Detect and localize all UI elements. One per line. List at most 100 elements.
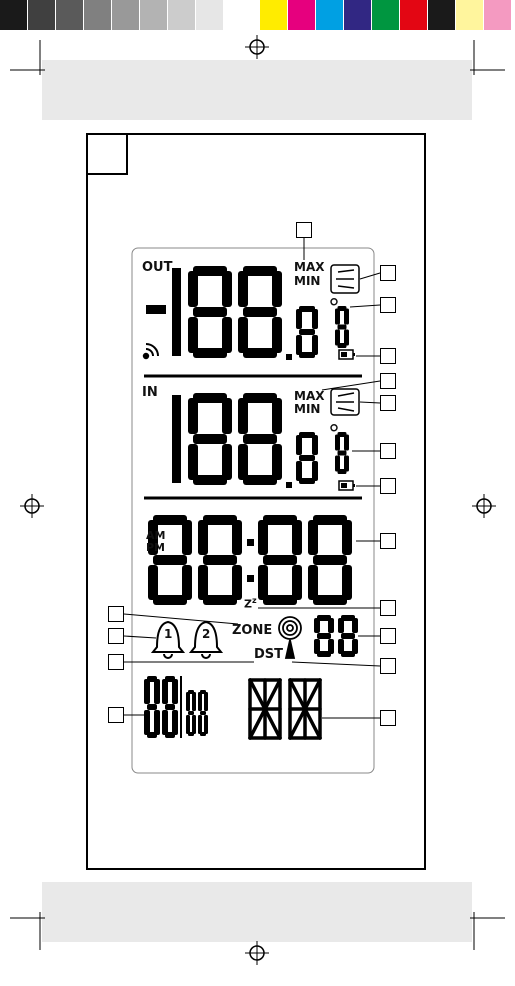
lcd-segment xyxy=(144,710,150,735)
lcd-segment xyxy=(182,520,192,555)
in-battery-icon xyxy=(339,481,355,490)
clock-colon-bottom xyxy=(247,575,254,582)
clock-minute-tens xyxy=(258,515,302,605)
in-digit-ones xyxy=(238,393,282,485)
weekday-char-1 xyxy=(250,680,280,738)
lcd-segment xyxy=(222,317,232,353)
lcd-segment xyxy=(188,317,198,353)
lcd-segment xyxy=(338,639,344,654)
lcd-segment xyxy=(238,398,248,434)
lcd-segment xyxy=(188,711,194,715)
lcd-segment xyxy=(203,595,237,605)
lcd-segment xyxy=(243,348,277,358)
lcd-segment xyxy=(344,309,349,325)
lcd-segment xyxy=(296,335,302,355)
clock-colon-top xyxy=(247,539,254,546)
callout-box-zone xyxy=(108,606,124,622)
in-label: IN xyxy=(142,386,158,399)
lcd-segment xyxy=(188,398,198,434)
registration-mark-bottom xyxy=(245,941,269,965)
lcd-segment xyxy=(154,679,160,704)
out-min-label: MIN xyxy=(294,275,320,287)
dst-label: DST xyxy=(254,648,283,661)
callout-leader xyxy=(360,273,380,279)
in-leading-one xyxy=(172,395,181,483)
lcd-segment xyxy=(263,595,297,605)
lcd-segment xyxy=(299,455,315,461)
lcd-segment xyxy=(198,565,208,600)
lcd-segment xyxy=(243,266,277,276)
lcd-segment xyxy=(308,565,318,600)
callout-box-in-max-min xyxy=(380,373,396,389)
lcd-segment xyxy=(335,330,340,346)
out-label: OUT xyxy=(142,261,172,274)
lcd-segment xyxy=(186,692,190,711)
lcd-segment xyxy=(222,271,232,307)
out-leading-one xyxy=(172,268,181,356)
lcd-segment xyxy=(296,461,302,481)
date-separator xyxy=(180,676,182,738)
lcd-segment xyxy=(296,435,302,455)
lcd-segment xyxy=(344,330,349,346)
lcd-segment xyxy=(258,520,268,555)
lcd-segment xyxy=(243,393,277,403)
lcd-segment xyxy=(203,555,237,565)
lcd-segment xyxy=(192,715,196,734)
pm-label: PM xyxy=(146,542,165,553)
lcd-segment xyxy=(342,520,352,555)
lcd-segment xyxy=(222,398,232,434)
lcd-segment xyxy=(193,475,227,485)
lcd-segment xyxy=(238,444,248,480)
out-digit-ones xyxy=(238,266,282,358)
lcd-segment xyxy=(193,393,227,403)
callout-box-alarm xyxy=(108,628,124,644)
callout-leader xyxy=(124,636,156,638)
lcd-segment xyxy=(153,515,187,525)
registration-mark-left xyxy=(20,494,44,518)
registration-mark-right xyxy=(472,494,496,518)
in-degree-symbol: ° xyxy=(328,422,340,446)
lcd-segment xyxy=(144,679,150,704)
crop-marks xyxy=(10,40,505,950)
callout-box-dst xyxy=(108,654,124,670)
lcd-segment xyxy=(200,711,206,715)
alarm-2-number: 2 xyxy=(202,628,210,640)
lcd-segment xyxy=(243,434,277,444)
lcd-segment xyxy=(352,618,358,633)
lcd-segment xyxy=(313,555,347,565)
lcd-segment xyxy=(238,317,248,353)
lcd-segment xyxy=(172,679,178,704)
lcd-segment xyxy=(188,271,198,307)
in-digit-tenth xyxy=(296,432,318,484)
lcd-segment xyxy=(243,475,277,485)
callout-box-out-battery xyxy=(380,348,396,364)
lcd-segment xyxy=(344,435,349,451)
out-degree-symbol: ° xyxy=(328,296,340,320)
lcd-segment xyxy=(193,307,227,317)
date-day-tens xyxy=(144,676,160,738)
out-minus-segment xyxy=(146,305,166,314)
lcd-segment xyxy=(312,335,318,355)
lcd-segment xyxy=(203,515,237,525)
lcd-segment xyxy=(162,710,168,735)
lcd-segment xyxy=(182,565,192,600)
out-battery-icon xyxy=(339,350,355,359)
lcd-segment xyxy=(232,565,242,600)
seconds-tens xyxy=(314,615,334,657)
callout-leader xyxy=(124,614,238,624)
zone-label: ZONE xyxy=(232,624,272,637)
clock-minute-ones xyxy=(308,515,352,605)
snooze-label: Zz xyxy=(244,597,257,610)
out-max-label: MAX xyxy=(294,261,324,273)
outdoor-signal-icon xyxy=(144,344,158,358)
lcd-segment xyxy=(186,715,190,734)
callout-box-in-battery xyxy=(380,478,396,494)
lcd-segment xyxy=(193,348,227,358)
seconds-ones xyxy=(338,615,358,657)
lcd-segment xyxy=(299,329,315,335)
lcd-segment xyxy=(292,565,302,600)
callout-box-out-unit xyxy=(380,297,396,313)
callout-box-clock xyxy=(380,533,396,549)
alarm-1-number: 1 xyxy=(164,628,172,640)
